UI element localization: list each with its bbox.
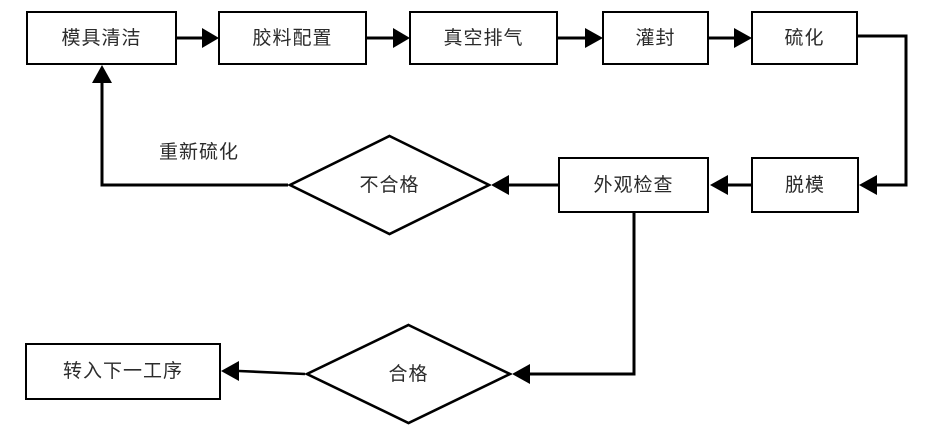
- edge-glue-prep-to-vacuum-degas: [367, 28, 410, 48]
- edge-pass-to-next-process: [221, 361, 306, 381]
- node-visual-inspection[interactable]: 外观检查: [558, 157, 709, 213]
- node-vacuum-degas-label: 真空排气: [443, 27, 524, 49]
- node-reject-decision-label: 不合格: [359, 174, 420, 196]
- node-glue-prep[interactable]: 胶料配置: [218, 11, 367, 65]
- edge-demold-to-visual-inspection: [710, 175, 751, 195]
- edge-visual-inspection-to-pass: [512, 213, 636, 384]
- node-reject-decision[interactable]: 不合格: [288, 134, 491, 236]
- edge-vacuum-degas-to-potting: [558, 28, 603, 48]
- node-next-process-label: 转入下一工序: [62, 361, 183, 382]
- node-pass-decision-label: 合格: [388, 363, 429, 385]
- node-mold-clean-label: 模具清洁: [61, 27, 142, 49]
- node-potting[interactable]: 灌封: [602, 11, 709, 65]
- node-vulcanize-label: 硫化: [784, 27, 825, 49]
- edge-reject-to-mold-clean: [92, 65, 288, 187]
- node-vulcanize[interactable]: 硫化: [751, 11, 858, 65]
- edge-potting-to-vulcanize: [709, 28, 752, 48]
- edge-mold-clean-to-glue-prep: [177, 28, 219, 48]
- node-pass-decision[interactable]: 合格: [305, 323, 512, 425]
- node-potting-label: 灌封: [635, 27, 676, 49]
- node-demold[interactable]: 脱模: [751, 157, 859, 213]
- node-demold-label: 脱模: [784, 174, 825, 196]
- reject-diamond-shape: [288, 134, 491, 236]
- edge-label-revulcanize: 重新硫化: [159, 142, 240, 163]
- node-vacuum-degas[interactable]: 真空排气: [409, 11, 558, 65]
- edge-visual-inspection-to-reject: [491, 175, 558, 195]
- node-glue-prep-label: 胶料配置: [252, 27, 333, 49]
- pass-diamond-shape: [305, 323, 512, 425]
- node-visual-inspection-label: 外观检查: [593, 174, 674, 196]
- node-next-process[interactable]: 转入下一工序: [25, 343, 221, 400]
- node-mold-clean[interactable]: 模具清洁: [26, 11, 177, 65]
- edge-vulcanize-to-demold: [858, 34, 908, 195]
